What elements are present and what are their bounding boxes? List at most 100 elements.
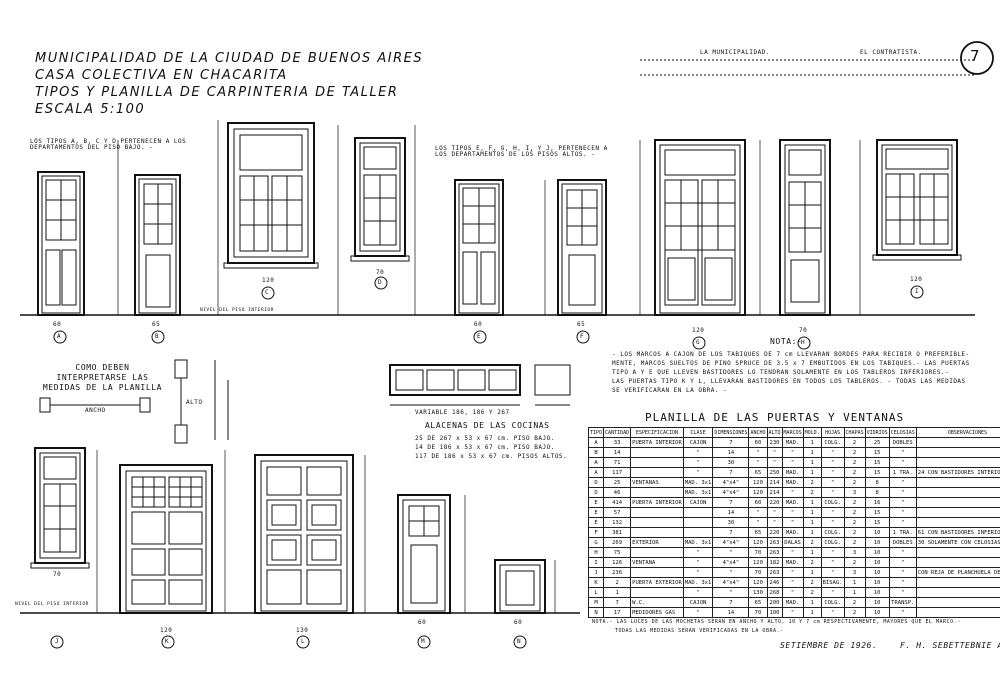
title-line-2: CASA COLECTIVA EN CHACARITA (35, 68, 288, 83)
width-h: 70 (799, 327, 808, 334)
table-cell: 46 (603, 487, 632, 498)
table-cell: TRANSP. (888, 597, 917, 608)
table-cell: " (820, 467, 845, 478)
table-cell: 7 (712, 597, 750, 608)
table-cell: 100 (766, 607, 783, 618)
measure-diagram (39, 359, 229, 444)
table-cell: 1 (802, 507, 822, 518)
table-cell: 268 (766, 587, 783, 598)
table-cell (915, 497, 1000, 508)
table-cell: " (682, 607, 714, 618)
table-cell: 414 (603, 497, 632, 508)
table-cell: MAD. 3x1 (682, 537, 714, 548)
nota-line-4: LAS PUERTAS TIPO K Y L, LLEVARAN BASTIDO… (612, 378, 966, 385)
table-cell: 70 (748, 607, 768, 618)
table-cell: 15 (864, 467, 890, 478)
window-type-d (350, 137, 410, 262)
table-cell: " (748, 447, 768, 458)
table-cell: 17 (603, 607, 632, 618)
table-cell: 263 (766, 537, 783, 548)
table-cell: 30 (712, 517, 750, 528)
table-cell (630, 567, 684, 578)
table-cell: " (712, 587, 750, 598)
table-cell: A (587, 467, 605, 478)
nivel-label-bottom: NIVEL DEL PISO INTERIOR (15, 602, 89, 607)
table-cell: 2 (843, 437, 866, 448)
table-cell: " (781, 587, 804, 598)
width-e: 60 (474, 321, 483, 328)
table-cell: 7 (712, 527, 750, 538)
table-cell (915, 577, 1000, 588)
table-cell (915, 447, 1000, 458)
table-cell: PUERTA EXTERIOR (630, 577, 684, 588)
table-cell (915, 607, 1000, 618)
type-label-e: E (477, 333, 482, 340)
table-cell: 10 (864, 597, 890, 608)
table-cell (630, 587, 684, 598)
table-cell: 30 SOLAMENTE CON CELOSIAS (915, 537, 1000, 548)
door-type-l (254, 454, 354, 614)
table-cell: 2 (843, 607, 866, 618)
table-cell: " (888, 587, 917, 598)
table-cell: " (682, 547, 714, 558)
table-cell: 117 (603, 467, 632, 478)
table-cell: 60 (748, 497, 768, 508)
table-cell: " (682, 587, 714, 598)
table-cell: " (820, 517, 845, 528)
table-cell (915, 587, 1000, 598)
table-cell: 16 (864, 497, 890, 508)
width-g: 120 (692, 327, 705, 334)
table-cell: " (682, 567, 714, 578)
door-type-n (494, 559, 546, 614)
alacena-line-1: 25 DE 267 x 53 x 67 cm. PISO BAJO. (415, 435, 555, 442)
table-cell: " (781, 547, 804, 558)
table-cell: 236 (603, 567, 632, 578)
table-cell: " (766, 447, 783, 458)
table-cell: 1 (802, 517, 822, 528)
nota-line-5: SE VERIFICARAN EN LA OBRA. - (612, 387, 728, 394)
table-cell: 1 TRA. (888, 467, 917, 478)
table-cell: B (587, 447, 605, 458)
table-cell: 10 (864, 527, 890, 538)
table-cell: " (888, 557, 917, 568)
table-cell: 1 (843, 587, 866, 598)
table-cell: DALAS (781, 537, 804, 548)
nivel-label-top: NIVEL DEL PISO INTERIOR (200, 308, 274, 313)
table-cell: " (748, 517, 768, 528)
door-type-k (119, 464, 213, 614)
table-cell: 15 (864, 457, 890, 468)
table-cell: " (781, 507, 804, 518)
table-cell (630, 457, 684, 468)
table-cell: E (587, 497, 605, 508)
table-cell: 2 (843, 527, 866, 538)
table-cell: 65 (748, 527, 768, 538)
header-chapas: CHAPAS (843, 427, 866, 438)
table-cell: 7 (712, 497, 750, 508)
table-cell: MAD. (781, 437, 804, 448)
table-cell: 4"x4" (712, 487, 750, 498)
table-cell: 1 (802, 547, 822, 558)
kitchen-cupboard (389, 364, 571, 406)
table-cell: M (587, 597, 605, 608)
table-cell: K (587, 577, 605, 588)
table-cell: " (888, 507, 917, 518)
table-cell: " (820, 447, 845, 458)
table-cell: F (587, 527, 605, 538)
table-cell: " (682, 457, 714, 468)
table-cell: " (888, 567, 917, 578)
table-cell: 220 (766, 527, 783, 538)
table-cell: E (587, 517, 605, 528)
signature-label: F. H. SEBETTEBNIE ARQ. (900, 641, 1000, 650)
table-cell: 214 (766, 477, 783, 488)
table-cell: 3 (843, 487, 866, 498)
table-cell: PUERTA INTERIOR (630, 497, 684, 508)
table-cell: 65 (748, 597, 768, 608)
table-cell: 220 (766, 497, 783, 508)
table-cell: " (748, 457, 768, 468)
table-cell: 25 (603, 477, 632, 488)
